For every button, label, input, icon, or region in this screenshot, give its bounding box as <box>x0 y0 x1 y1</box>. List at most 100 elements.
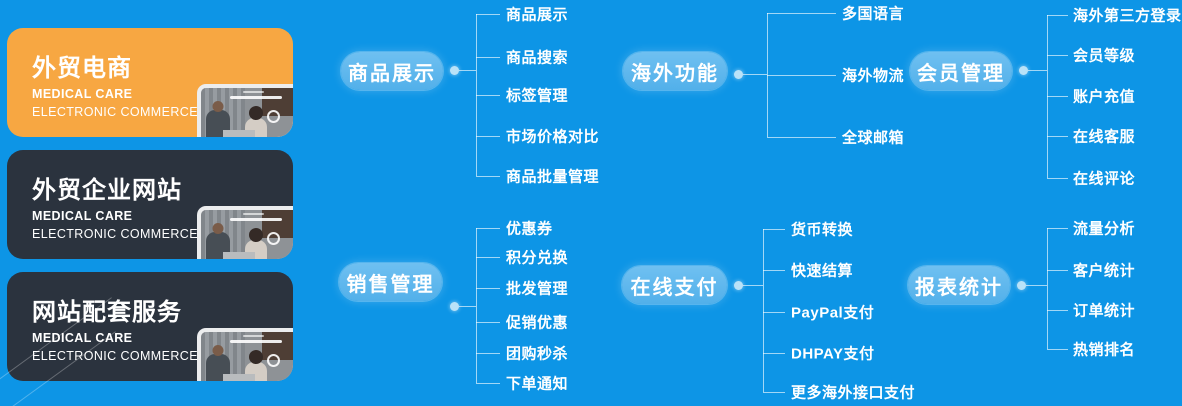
tree-leaf: 更多海外接口支付 <box>791 384 916 402</box>
tree-leaf: DHPAY支付 <box>791 345 875 363</box>
connector-line <box>1047 228 1068 229</box>
card-subtitle-line1: MEDICAL CARE <box>32 87 133 101</box>
connector-line <box>476 14 500 15</box>
tree-leaf: 流量分析 <box>1073 220 1136 238</box>
tree-leaf: 团购秒杀 <box>506 345 569 363</box>
tree-leaf: 在线客服 <box>1073 128 1136 146</box>
tree-pill: 报表统计 <box>908 266 1010 304</box>
tree-leaf: 海外第三方登录 <box>1073 7 1182 25</box>
connector-line <box>743 74 767 75</box>
card-preview-image <box>197 328 293 381</box>
connector-line <box>476 288 500 289</box>
connector-line <box>763 353 785 354</box>
website-screenshot <box>201 88 293 137</box>
headline-bar <box>243 213 264 215</box>
connector-dot <box>449 301 459 311</box>
connector-line <box>763 312 785 313</box>
connector-line <box>767 13 836 14</box>
tree-leaf: 商品批量管理 <box>506 168 600 186</box>
tree-leaf: 在线评论 <box>1073 170 1136 188</box>
play-circle-icon <box>267 354 280 368</box>
connector-line <box>1047 228 1048 349</box>
tree-pill-label: 销售管理 <box>346 273 435 296</box>
tree-pill-label: 会员管理 <box>917 62 1005 85</box>
connector-line <box>476 322 500 323</box>
tree-leaf: 海外物流 <box>842 67 905 85</box>
tree-leaf: 标签管理 <box>506 87 569 105</box>
tree-leaf: 市场价格对比 <box>506 128 600 146</box>
connector-line <box>476 228 477 383</box>
tree-leaf: 商品搜索 <box>506 49 569 67</box>
tree-leaf: 积分兑换 <box>506 249 569 267</box>
connector-line <box>476 257 500 258</box>
headline-bar <box>230 96 282 99</box>
tree-leaf: 订单统计 <box>1073 302 1136 320</box>
connector-line <box>476 136 500 137</box>
connector-line <box>1028 70 1047 71</box>
connector-line <box>1047 178 1068 179</box>
play-circle-icon <box>267 232 280 246</box>
connector-line <box>1047 15 1068 16</box>
connector-line <box>767 137 836 138</box>
card-preview-image <box>197 206 293 259</box>
tree-leaf: 优惠券 <box>506 220 553 238</box>
tree-pill: 在线支付 <box>622 266 727 304</box>
connector-line <box>1047 270 1068 271</box>
tree-pill-label: 报表统计 <box>915 276 1003 299</box>
tree-pill: 商品展示 <box>341 52 443 90</box>
card-title: 网站配套服务 <box>32 299 182 326</box>
tree-pill-label: 商品展示 <box>348 62 436 85</box>
tree-leaf: 促销优惠 <box>506 314 569 332</box>
card-subtitle-line2: ELECTRONIC COMMERCE <box>32 227 198 241</box>
tree-pill: 会员管理 <box>910 52 1012 90</box>
tree-leaf: 批发管理 <box>506 280 569 298</box>
tree-leaf: 商品展示 <box>506 6 569 24</box>
tree-leaf: 会员等级 <box>1073 47 1136 65</box>
tree-leaf: 热销排名 <box>1073 341 1136 359</box>
connector-dot <box>449 65 459 75</box>
connector-line <box>459 70 476 71</box>
card-subtitle-line2: ELECTRONIC COMMERCE <box>32 349 198 363</box>
connector-line <box>763 229 785 230</box>
card-tab-foreign-trade-ecommerce[interactable]: 外贸电商 MEDICAL CARE ELECTRONIC COMMERCE <box>7 28 293 137</box>
laptop <box>223 374 256 381</box>
connector-line <box>476 57 500 58</box>
card-tab-website-support-services[interactable]: 网站配套服务 MEDICAL CARE ELECTRONIC COMMERCE <box>7 272 293 381</box>
connector-line <box>763 229 764 392</box>
headline-bar <box>243 335 264 337</box>
headline-bar <box>230 218 282 221</box>
tree-leaf: 账户充值 <box>1073 88 1136 106</box>
tree-leaf: 全球邮箱 <box>842 129 905 147</box>
tree-leaf: 下单通知 <box>506 375 569 393</box>
website-screenshot <box>201 332 293 381</box>
connector-dot <box>733 280 743 290</box>
card-subtitle-line1: MEDICAL CARE <box>32 331 133 345</box>
card-title: 外贸电商 <box>32 55 132 82</box>
connector-line <box>476 383 500 384</box>
connector-line <box>763 270 785 271</box>
card-subtitle-line1: MEDICAL CARE <box>32 209 133 223</box>
connector-dot <box>1016 280 1026 290</box>
connector-line <box>1047 136 1068 137</box>
card-title: 外贸企业网站 <box>32 177 182 204</box>
play-circle-icon <box>267 110 280 124</box>
card-tab-foreign-trade-website[interactable]: 外贸企业网站 MEDICAL CARE ELECTRONIC COMMERCE <box>7 150 293 259</box>
connector-line <box>1047 349 1068 350</box>
tree-leaf: 客户统计 <box>1073 262 1136 280</box>
connector-line <box>743 285 763 286</box>
headline-bar <box>243 91 264 93</box>
laptop <box>223 130 256 137</box>
tree-pill-label: 海外功能 <box>631 62 719 85</box>
tree-leaf: 多国语言 <box>842 5 905 23</box>
connector-line <box>1047 310 1068 311</box>
card-subtitle-line2: ELECTRONIC COMMERCE <box>32 105 198 119</box>
connector-line <box>476 95 500 96</box>
tree-pill: 海外功能 <box>623 52 727 90</box>
website-screenshot <box>201 210 293 259</box>
tree-leaf: PayPal支付 <box>791 304 875 322</box>
connector-line <box>476 228 500 229</box>
headline-bar <box>230 340 282 343</box>
tree-leaf: 货币转换 <box>791 221 854 239</box>
laptop <box>223 252 256 259</box>
